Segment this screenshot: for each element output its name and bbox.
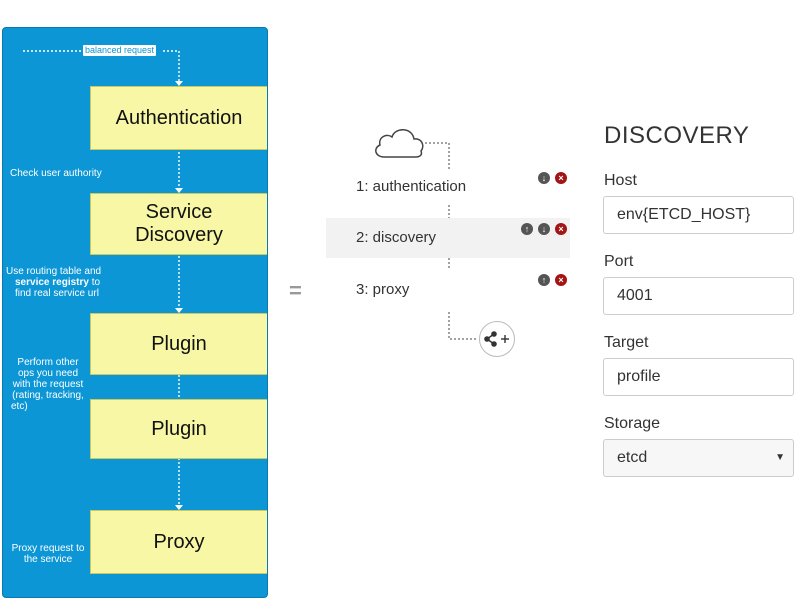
storage-select-value: etcd xyxy=(617,449,648,466)
host-field[interactable]: env{ETCD_HOST} xyxy=(603,196,794,234)
flow-box-proxy-label: Proxy xyxy=(153,530,205,553)
note-plugin-line1: Perform other xyxy=(17,357,79,368)
delete-icon[interactable]: × xyxy=(555,172,567,184)
note-proxy: Proxy request to the service xyxy=(6,543,90,565)
flow-box-service-discovery: Service Discovery xyxy=(90,193,267,255)
port-field[interactable]: 4001 xyxy=(603,277,794,315)
delete-icon[interactable]: × xyxy=(555,274,567,286)
note-routing-bold: service registry xyxy=(15,277,89,288)
flow-box-plugin-1-label: Plugin xyxy=(151,332,207,355)
cloud-icon xyxy=(375,129,424,158)
balanced-request-label: balanced request xyxy=(83,45,157,56)
note-routing-line3: find real service url xyxy=(15,288,99,299)
note-proxy-line1: Proxy request to xyxy=(11,543,85,554)
delete-icon[interactable]: × xyxy=(555,223,567,235)
move-up-icon[interactable]: ↑ xyxy=(538,274,550,286)
flow-box-plugin-2-label: Plugin xyxy=(151,417,207,440)
chevron-down-icon: ▼ xyxy=(775,452,785,463)
move-down-icon[interactable]: ↓ xyxy=(538,223,550,235)
note-plugin-line4: (rating, tracking, xyxy=(12,390,84,401)
flow-box-proxy: Proxy xyxy=(90,510,267,574)
note-plugin-line5: etc) xyxy=(11,401,28,412)
flow-diagram-panel: balanced request Authentication Service … xyxy=(2,27,268,598)
note-routing: Use routing table and service registry t… xyxy=(6,266,101,299)
pipeline-step-1[interactable]: 1: authentication xyxy=(326,167,570,207)
note-proxy-line2: the service xyxy=(23,554,73,565)
note-plugin: Perform other ops you need with the requ… xyxy=(8,357,88,412)
note-plugin-line3: with the request xyxy=(12,379,84,390)
flow-box-service-discovery-line1: Service xyxy=(145,201,213,223)
pipeline-step-3[interactable]: 3: proxy xyxy=(326,270,570,310)
note-check-user-authority: Check user authority xyxy=(10,168,102,179)
note-routing-line1: Use routing table and xyxy=(6,266,102,277)
flow-box-plugin-2: Plugin xyxy=(90,399,267,459)
flow-box-authentication: Authentication xyxy=(90,86,267,150)
target-label: Target xyxy=(604,334,649,351)
note-plugin-line2: ops you need xyxy=(17,368,79,379)
pipeline-step-1-label: 1: authentication xyxy=(356,178,467,195)
equals-sign: = xyxy=(289,278,302,303)
note-routing-rest: to xyxy=(88,277,101,288)
storage-label: Storage xyxy=(604,415,661,432)
target-field[interactable]: profile xyxy=(603,358,794,396)
flow-box-plugin-1: Plugin xyxy=(90,313,267,375)
pipeline-step-2[interactable]: 2: discovery xyxy=(326,218,570,258)
add-step-button[interactable] xyxy=(479,321,515,357)
storage-select[interactable]: etcd ▼ xyxy=(603,439,794,477)
flow-box-service-discovery-line2: Discovery xyxy=(135,224,223,246)
pipeline-step-2-label: 2: discovery xyxy=(356,229,437,246)
share-plus-icon xyxy=(484,331,509,347)
flow-connector-lines xyxy=(23,50,183,510)
host-label: Host xyxy=(604,172,637,189)
port-label: Port xyxy=(604,253,634,270)
note-routing-line2: service registry to xyxy=(6,277,101,288)
form-title: DISCOVERY xyxy=(604,122,750,149)
move-down-icon[interactable]: ↓ xyxy=(538,172,550,184)
move-up-icon[interactable]: ↑ xyxy=(521,223,533,235)
pipeline-step-3-label: 3: proxy xyxy=(356,281,410,298)
flow-box-authentication-label: Authentication xyxy=(115,106,243,129)
